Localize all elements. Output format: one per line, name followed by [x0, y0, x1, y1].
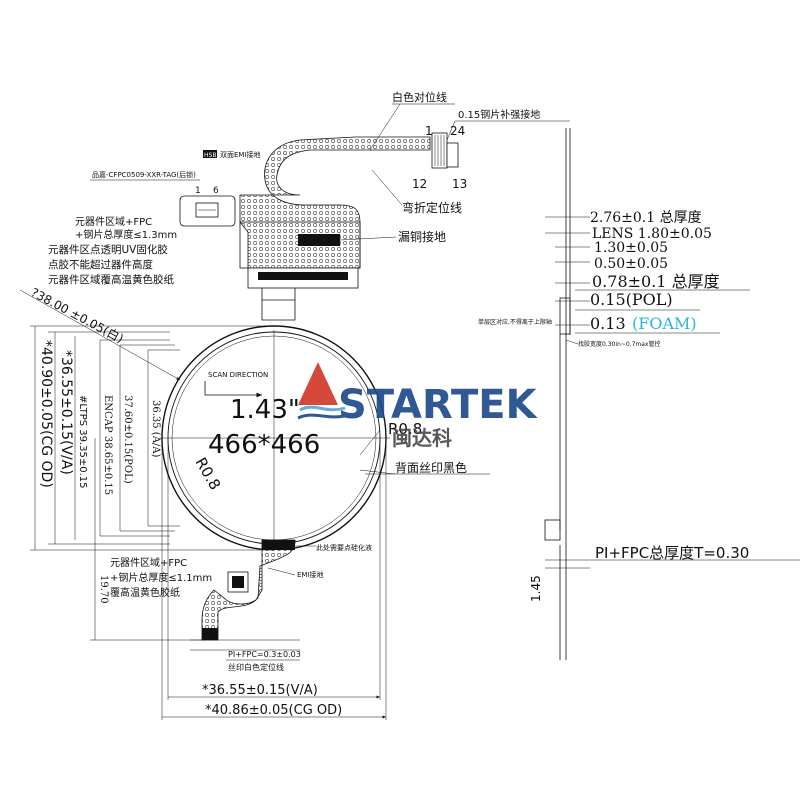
emi-tag: HSB: [204, 152, 216, 159]
side-lens: LENS 1.80±0.05: [592, 226, 712, 242]
top-labels: 白色对位线 0.15钢片补强接地 1 24 12 13 弯折定位线 漏铜接地 H…: [48, 90, 570, 286]
top-fpc: [179, 132, 459, 321]
white-align-line-label: 白色对位线: [392, 90, 447, 104]
silicone-label: 此处需要点硅化液: [316, 543, 372, 552]
tape-label: 元器件区域覆高温黄色胶纸: [48, 273, 174, 286]
conn-pin-1: 1: [195, 186, 201, 196]
vertical-dimensions: *40.90±0.05(CG OD) *36.55±0.15(V/A) #LTP…: [30, 325, 274, 641]
pin-13: 13: [452, 177, 467, 191]
dim-aa: 36.35 (A/A): [150, 400, 161, 458]
emi-ground-label: EMI接地: [297, 570, 324, 579]
logo-mark-icon: [298, 362, 338, 405]
steel-ground-label: 0.15钢片补强接地: [458, 108, 540, 121]
side-foam-value: 0.13: [590, 314, 626, 333]
side-050: 0.50±0.05: [594, 256, 668, 272]
side-total-1: 2.76±0.1 总厚度: [590, 210, 702, 226]
dim-tail: 19.70: [98, 575, 109, 604]
connector-part-label: 品嘉-CFPC0509-XXR-TAG(后锁): [92, 170, 196, 179]
back-print-label: 背面丝印黑色: [395, 461, 467, 475]
side-130: 1.30±0.05: [594, 240, 668, 256]
dim-tps: #LTPS 39.35±0.15: [77, 395, 88, 489]
bottom-labels: 元器件区域+FPC +钢片总厚度≤1.1mm 覆高温黄色胶纸 此处需要点硅化液 …: [110, 543, 372, 672]
side-foam-tag: (FOAM): [632, 314, 697, 333]
top-fpc-tail: [239, 136, 431, 269]
side-note-glue: 找胶宽度0.30in~0.7max管控: [578, 340, 660, 348]
bottom-fpc: [190, 539, 300, 651]
diameter-label: ?38.00 ±0.05(白): [29, 284, 127, 345]
startek-logo: STARTEK 闽达科: [297, 362, 539, 450]
component-area-label-2: +钢片总厚度≤1.3mm: [75, 228, 177, 241]
conn-pin-6: 6: [213, 186, 219, 196]
silk-line-label: 丝印白色定位线: [228, 662, 284, 672]
steel-stiffener: [446, 142, 459, 168]
copper-ground-patch: [298, 234, 340, 246]
bottom-component-label-1: 元器件区域+FPC: [110, 556, 187, 569]
uv-glue-label: 元器件区点透明UV固化胶: [48, 243, 168, 256]
horizontal-dimensions: *36.55±0.15(V/A) *40.86±0.05(CG OD): [161, 438, 387, 720]
size-label: 1.43": [230, 395, 300, 425]
gold-finger: [431, 132, 448, 169]
emi-label: 双面EMI接地: [220, 150, 261, 159]
glue-height-label: 点胶不能超过器件高度: [48, 258, 153, 271]
dim-cg-od: *40.90±0.05(CG OD): [38, 340, 54, 488]
radius-left-label: R0.8: [192, 454, 225, 493]
dim-encap: ENCAP 38.65±0.15: [102, 395, 113, 495]
scan-direction-label: SCAN DIRECTION: [208, 371, 268, 379]
pin-24: 24: [450, 124, 465, 138]
resolution-label: 466*466: [208, 430, 320, 460]
pin-12: 12: [412, 177, 427, 191]
side-pi-total: PI+FPC总厚度T=0.30: [595, 544, 749, 562]
side-note-left: 单层区对应,不得离于上限轴: [478, 318, 552, 326]
side-view: 2.76±0.1 总厚度 LENS 1.80±0.05 1.30±0.05 0.…: [478, 128, 800, 660]
pi-fpc-label: PI+FPC=0.3±0.03: [228, 650, 301, 659]
radius-right-label: R0.8: [388, 420, 422, 438]
bottom-tape-label: 覆高温黄色胶纸: [110, 586, 180, 599]
dim-horizontal-cg-od: *40.86±0.05(CG OD): [205, 703, 342, 718]
bottom-fpc-tail: [201, 539, 296, 641]
dim-pol: 37.60±0.15(POL): [122, 395, 133, 484]
logo-chinese: 闽达科: [392, 426, 452, 450]
logo-brand: STARTEK: [338, 382, 539, 428]
dim-horizontal-va: *36.55±0.15(V/A): [202, 683, 318, 698]
pin-1: 1: [425, 124, 433, 138]
side-pol: 0.15(POL): [590, 290, 673, 309]
side-total-2: 0.78±0.1 总厚度: [592, 272, 720, 291]
bend-line-label: 弯折定位线: [402, 200, 462, 215]
component-area-label-1: 元器件区域+FPC: [75, 215, 152, 228]
side-145: 1.45: [529, 575, 543, 602]
dim-va: *36.55±0.15(V/A): [58, 350, 74, 475]
gold-finger-pins: [434, 135, 445, 166]
copper-ground-label: 漏铜接地: [398, 229, 446, 244]
bottom-component-label-2: +钢片总厚度≤1.1mm: [110, 571, 212, 584]
